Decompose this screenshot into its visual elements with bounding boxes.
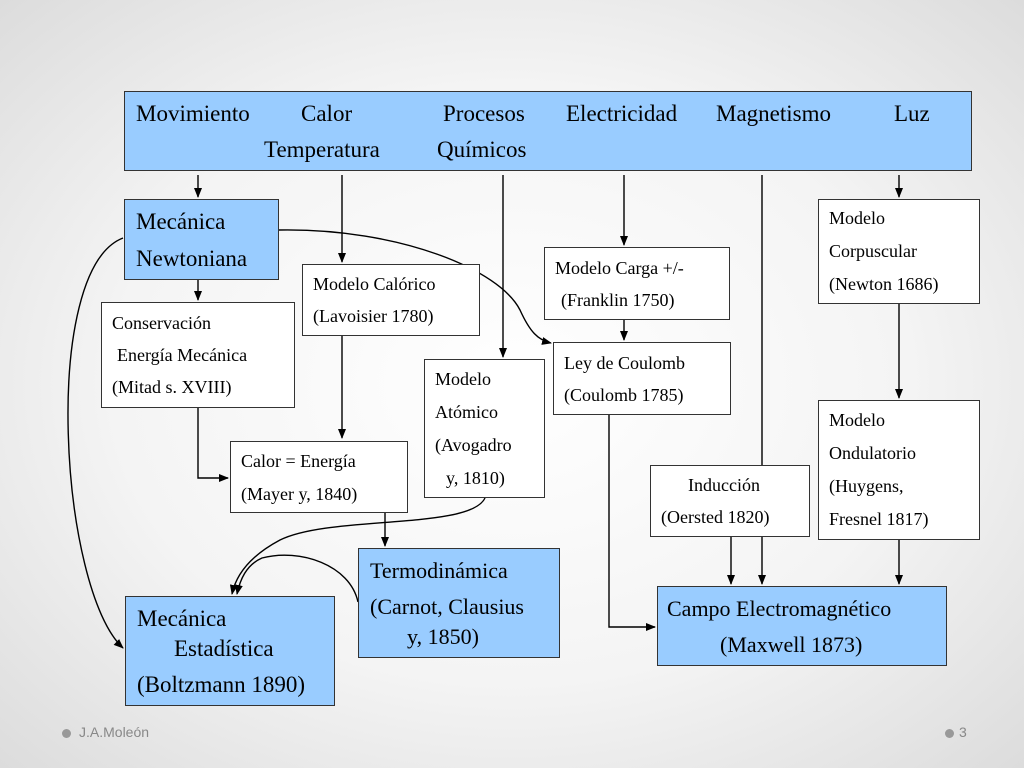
node-text: (Huygens, <box>829 476 904 496</box>
fields-box: Movimiento Calor Procesos Electricidad M… <box>124 91 972 171</box>
node-text: Inducción <box>688 475 760 495</box>
node-text: (Carnot, Clausius <box>370 594 524 619</box>
node-text: y, 1850) <box>407 624 479 649</box>
field-quimicos: Químicos <box>437 137 527 162</box>
node-text: Corpuscular <box>829 241 917 261</box>
field-movimiento: Movimiento <box>136 101 250 126</box>
node-text: (Mayer y, 1840) <box>241 484 358 504</box>
arrow-coulomb-to-campo <box>608 415 656 631</box>
arrow-termo-to-estadistica <box>234 554 359 603</box>
node-text: (Avogadro <box>435 435 512 455</box>
node-modelo-corpuscular: Modelo Corpuscular (Newton 1686) <box>818 199 980 304</box>
footer-author: J.A.Moleón <box>79 724 150 740</box>
footer-right-bullet-icon <box>945 729 954 738</box>
field-luz: Luz <box>894 101 930 126</box>
node-text: Modelo <box>829 208 885 228</box>
node-calor-energia: Calor = Energía (Mayer y, 1840) <box>230 441 408 513</box>
arrow-conservacion-to-calor-energia <box>197 408 229 482</box>
node-text: Mecánica <box>136 209 226 234</box>
node-induccion: Inducción (Oersted 1820) <box>650 465 810 537</box>
node-modelo-carga: Modelo Carga +/- (Franklin 1750) <box>544 247 730 320</box>
node-text: Modelo <box>435 369 491 389</box>
node-text: Conservación <box>112 313 211 333</box>
node-text: (Maxwell 1873) <box>720 632 863 657</box>
node-text: Mecánica <box>137 606 227 631</box>
footer-page-number: 3 <box>959 724 967 740</box>
node-text: Newtoniana <box>136 246 248 271</box>
node-text: Modelo <box>829 410 885 430</box>
node-modelo-ondulatorio: Modelo Ondulatorio (Huygens, Fresnel 181… <box>818 400 980 540</box>
node-conservacion: Conservación Energía Mecánica (Mitad s. … <box>101 302 295 408</box>
node-text: Ondulatorio <box>829 443 916 463</box>
node-text: y, 1810) <box>446 468 505 488</box>
node-modelo-calorico: Modelo Calórico (Lavoisier 1780) <box>302 264 480 336</box>
node-text: (Lavoisier 1780) <box>313 306 434 326</box>
node-text: (Mitad s. XVIII) <box>112 377 232 397</box>
node-modelo-atomico: Modelo Atómico (Avogadro y, 1810) <box>424 359 545 498</box>
node-text: Campo Electromagnético <box>667 596 892 621</box>
node-text: (Franklin 1750) <box>561 290 675 310</box>
node-text: Termodinámica <box>370 558 508 583</box>
footer-left-bullet-icon <box>62 729 71 738</box>
field-procesos: Procesos <box>443 101 525 126</box>
field-temperatura: Temperatura <box>264 137 380 162</box>
node-text: Estadística <box>174 636 274 661</box>
node-mecanica-estadistica: Mecánica Estadística (Boltzmann 1890) <box>125 596 335 706</box>
node-text: Atómico <box>435 402 498 422</box>
node-text: Energía Mecánica <box>117 345 248 365</box>
node-campo-electromagnetico: Campo Electromagnético (Maxwell 1873) <box>657 586 947 666</box>
node-text: (Oersted 1820) <box>661 507 770 527</box>
node-ley-coulomb: Ley de Coulomb (Coulomb 1785) <box>553 342 731 415</box>
node-text: Ley de Coulomb <box>564 353 685 373</box>
node-termodinamica: Termodinámica (Carnot, Clausius y, 1850) <box>358 548 560 658</box>
field-calor: Calor <box>301 101 353 126</box>
field-electricidad: Electricidad <box>566 101 678 126</box>
field-magnetismo: Magnetismo <box>716 101 831 126</box>
node-mecanica-newtoniana: Mecánica Newtoniana <box>124 199 279 280</box>
node-text: Fresnel 1817) <box>829 509 929 529</box>
node-text: Modelo Calórico <box>313 274 436 294</box>
node-text: (Coulomb 1785) <box>564 385 684 405</box>
node-text: (Newton 1686) <box>829 274 939 294</box>
node-text: Modelo Carga +/- <box>555 258 684 278</box>
node-text: (Boltzmann 1890) <box>137 672 305 697</box>
arrow-mecanica-to-estadistica <box>67 237 124 649</box>
node-text: Calor = Energía <box>241 451 356 471</box>
